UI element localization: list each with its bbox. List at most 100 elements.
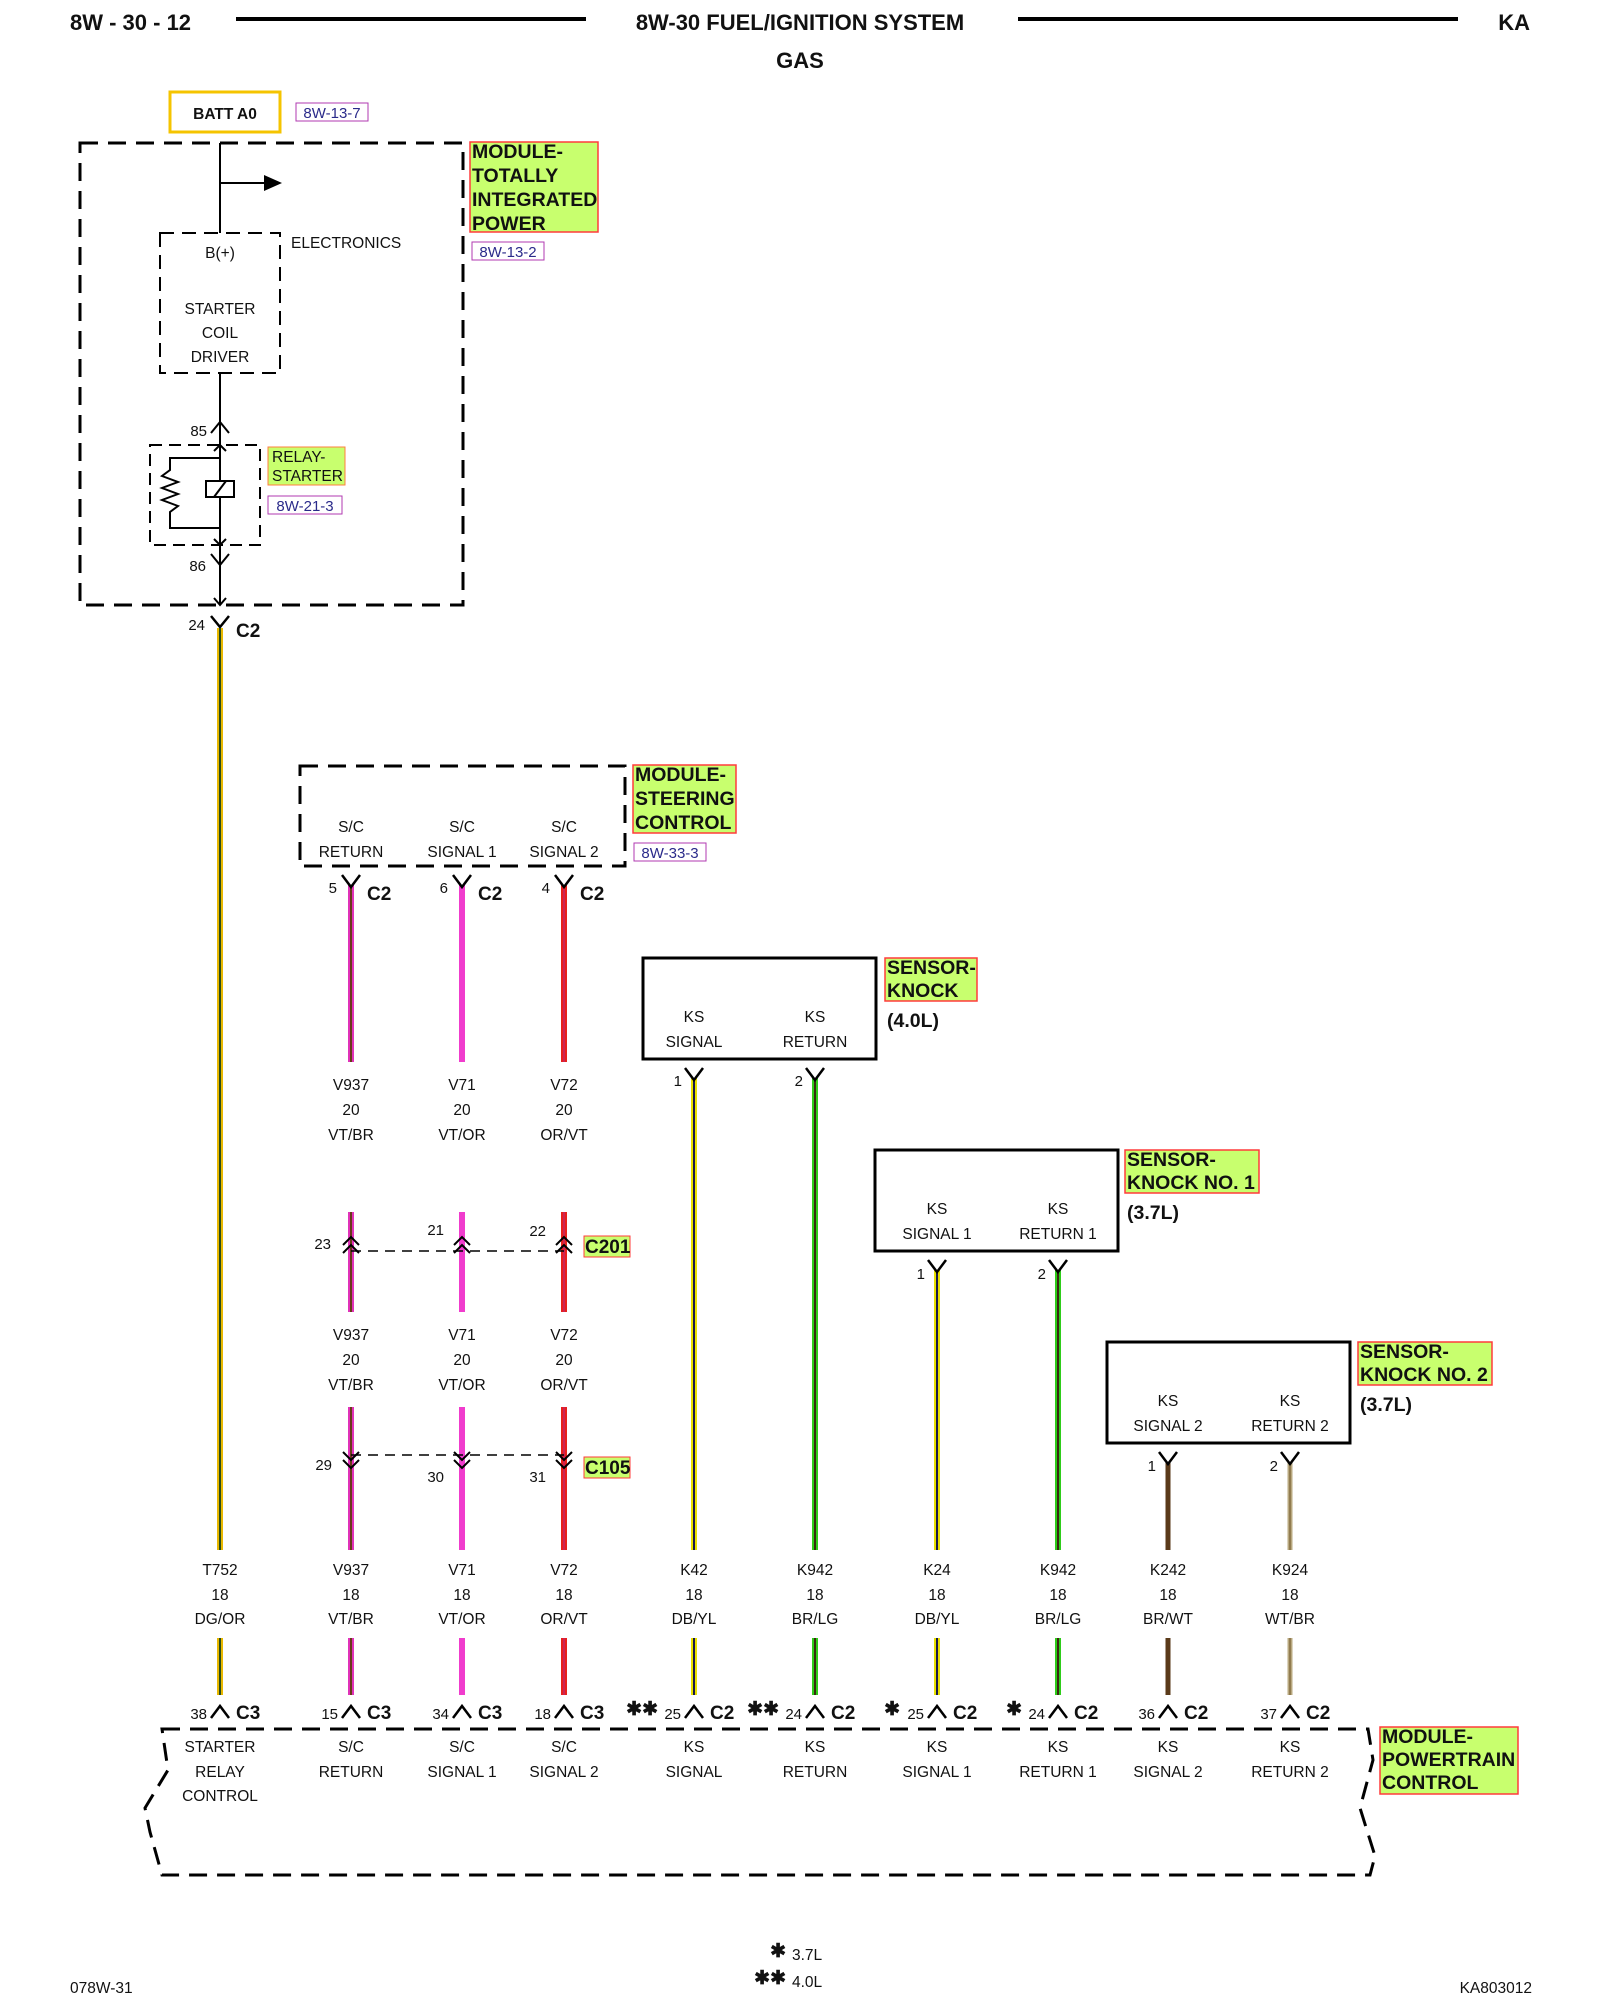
svg-text:C2: C2	[1074, 1703, 1098, 1724]
svg-text:1: 1	[1148, 1458, 1156, 1475]
tipm-module: ELECTRONICS B(+) STARTER COIL DRIVER 85 …	[78, 141, 465, 607]
knock-sensor-2-3-7l: KS SIGNAL 2 KS RETURN 2	[1105, 1340, 1352, 1445]
svg-text:KS: KS	[1280, 1739, 1301, 1756]
svg-text:2: 2	[795, 1073, 803, 1090]
svg-text:C2: C2	[1306, 1703, 1330, 1724]
svg-text:POWERTRAIN: POWERTRAIN	[1382, 1749, 1515, 1771]
svg-text:C2: C2	[478, 884, 502, 905]
svg-text:DB/YL: DB/YL	[672, 1611, 717, 1628]
svg-text:C2: C2	[953, 1703, 977, 1724]
svg-text:SIGNAL 2: SIGNAL 2	[1133, 1418, 1202, 1435]
svg-text:18: 18	[685, 1587, 702, 1604]
svg-text:KNOCK NO. 1: KNOCK NO. 1	[1127, 1172, 1255, 1194]
svg-text:SIGNAL: SIGNAL	[666, 1764, 723, 1781]
svg-text:K924: K924	[1272, 1562, 1309, 1579]
tipm-ref-link[interactable]: 8W-13-2	[479, 244, 536, 261]
svg-text:✱: ✱	[770, 1941, 786, 1962]
svg-text:CONTROL: CONTROL	[182, 1788, 258, 1805]
batt-label-box	[168, 90, 282, 134]
svg-text:S/C: S/C	[338, 1739, 364, 1756]
svg-text:BR/LG: BR/LG	[792, 1611, 839, 1628]
svg-text:V72: V72	[550, 1562, 578, 1579]
page-subtitle: GAS	[776, 48, 824, 73]
svg-text:K942: K942	[1040, 1562, 1076, 1579]
page-header: 8W - 30 - 12 8W-30 FUEL/IGNITION SYSTEM …	[70, 10, 1530, 73]
svg-text:20: 20	[342, 1352, 360, 1369]
svg-text:WT/BR: WT/BR	[1265, 1611, 1315, 1628]
batt-ref-link[interactable]: 8W-13-7	[303, 105, 360, 122]
tipm-name-line2: TOTALLY	[472, 165, 558, 187]
svg-text:S/C: S/C	[551, 819, 577, 836]
connector-chevron-icon	[210, 615, 230, 629]
svg-text:✱✱: ✱✱	[754, 1968, 786, 1989]
svg-text:2: 2	[1038, 1266, 1046, 1283]
footer-right-code: KA803012	[1460, 1980, 1532, 1997]
tipm-name-line3: INTEGRATED	[472, 189, 597, 211]
svg-text:KS: KS	[684, 1009, 705, 1026]
svg-text:KS: KS	[1158, 1739, 1179, 1756]
svg-text:RETURN: RETURN	[783, 1764, 848, 1781]
connector-chevron-icon	[210, 420, 230, 434]
svg-text:STARTER: STARTER	[185, 301, 256, 318]
svg-text:V937: V937	[333, 1327, 369, 1344]
resistor-icon	[159, 457, 220, 529]
svg-text:KS: KS	[1158, 1393, 1179, 1410]
svg-text:18: 18	[928, 1587, 945, 1604]
svg-text:RETURN: RETURN	[319, 1764, 384, 1781]
svg-text:SENSOR-: SENSOR-	[1127, 1149, 1216, 1171]
svg-text:V71: V71	[448, 1327, 476, 1344]
svg-text:V72: V72	[550, 1327, 578, 1344]
svg-text:V72: V72	[550, 1077, 578, 1094]
svg-text:30: 30	[427, 1469, 444, 1486]
svg-text:24: 24	[188, 617, 205, 634]
svg-text:KS: KS	[1280, 1393, 1301, 1410]
svg-text:SIGNAL: SIGNAL	[666, 1034, 723, 1051]
svg-text:5: 5	[329, 880, 337, 897]
svg-text:VT/OR: VT/OR	[438, 1127, 485, 1144]
batt-label: BATT A0	[193, 106, 257, 123]
svg-text:DG/OR: DG/OR	[195, 1611, 246, 1628]
svg-text:KS: KS	[805, 1739, 826, 1756]
svg-text:DRIVER: DRIVER	[191, 349, 250, 366]
svg-text:37: 37	[1260, 1706, 1277, 1723]
svg-text:1: 1	[674, 1073, 682, 1090]
svg-text:VT/OR: VT/OR	[438, 1377, 485, 1394]
svg-text:18: 18	[555, 1587, 572, 1604]
svg-text:C3: C3	[367, 1703, 391, 1724]
svg-text:KS: KS	[1048, 1739, 1069, 1756]
svg-text:SIGNAL 1: SIGNAL 1	[427, 1764, 496, 1781]
svg-text:SIGNAL 2: SIGNAL 2	[529, 844, 598, 861]
page-title: 8W-30 FUEL/IGNITION SYSTEM	[636, 10, 964, 35]
svg-text:15: 15	[321, 1706, 338, 1723]
legend: ✱ 3.7L ✱✱ 4.0L	[754, 1941, 822, 1991]
svg-text:18: 18	[1281, 1587, 1298, 1604]
steering-control-module: S/C RETURN S/C SIGNAL 1 S/C SIGNAL 2	[298, 764, 627, 868]
svg-text:MODULE-: MODULE-	[1382, 1726, 1473, 1748]
svg-text:BR/WT: BR/WT	[1143, 1611, 1193, 1628]
svg-text:SIGNAL 2: SIGNAL 2	[529, 1764, 598, 1781]
svg-text:C3: C3	[580, 1703, 604, 1724]
svg-text:CONTROL: CONTROL	[1382, 1772, 1478, 1794]
svg-text:(4.0L): (4.0L)	[887, 1010, 939, 1032]
svg-text:6: 6	[440, 880, 448, 897]
relay-ref-link[interactable]: 8W-21-3	[276, 498, 333, 515]
svg-text:29: 29	[315, 1457, 332, 1474]
tipm-name-line1: MODULE-	[472, 141, 563, 163]
svg-text:T752: T752	[202, 1562, 237, 1579]
svg-text:18: 18	[342, 1587, 359, 1604]
svg-text:18: 18	[1159, 1587, 1176, 1604]
svg-text:S/C: S/C	[449, 819, 475, 836]
svg-text:OR/VT: OR/VT	[540, 1377, 588, 1394]
svg-text:STARTER: STARTER	[185, 1739, 256, 1756]
arrow-right-icon	[264, 175, 282, 191]
steering-ref-link[interactable]: 8W-33-3	[641, 845, 698, 862]
svg-text:18: 18	[1049, 1587, 1066, 1604]
svg-text:C2: C2	[367, 884, 391, 905]
svg-text:C2: C2	[831, 1703, 855, 1724]
svg-text:RETURN: RETURN	[783, 1034, 848, 1051]
svg-text:KNOCK: KNOCK	[887, 980, 959, 1002]
steering-name-line2: STEERING	[635, 788, 735, 810]
footer-left-code: 078W-31	[70, 1980, 133, 1997]
svg-text:RETURN 2: RETURN 2	[1251, 1764, 1329, 1781]
svg-text:KS: KS	[805, 1009, 826, 1026]
